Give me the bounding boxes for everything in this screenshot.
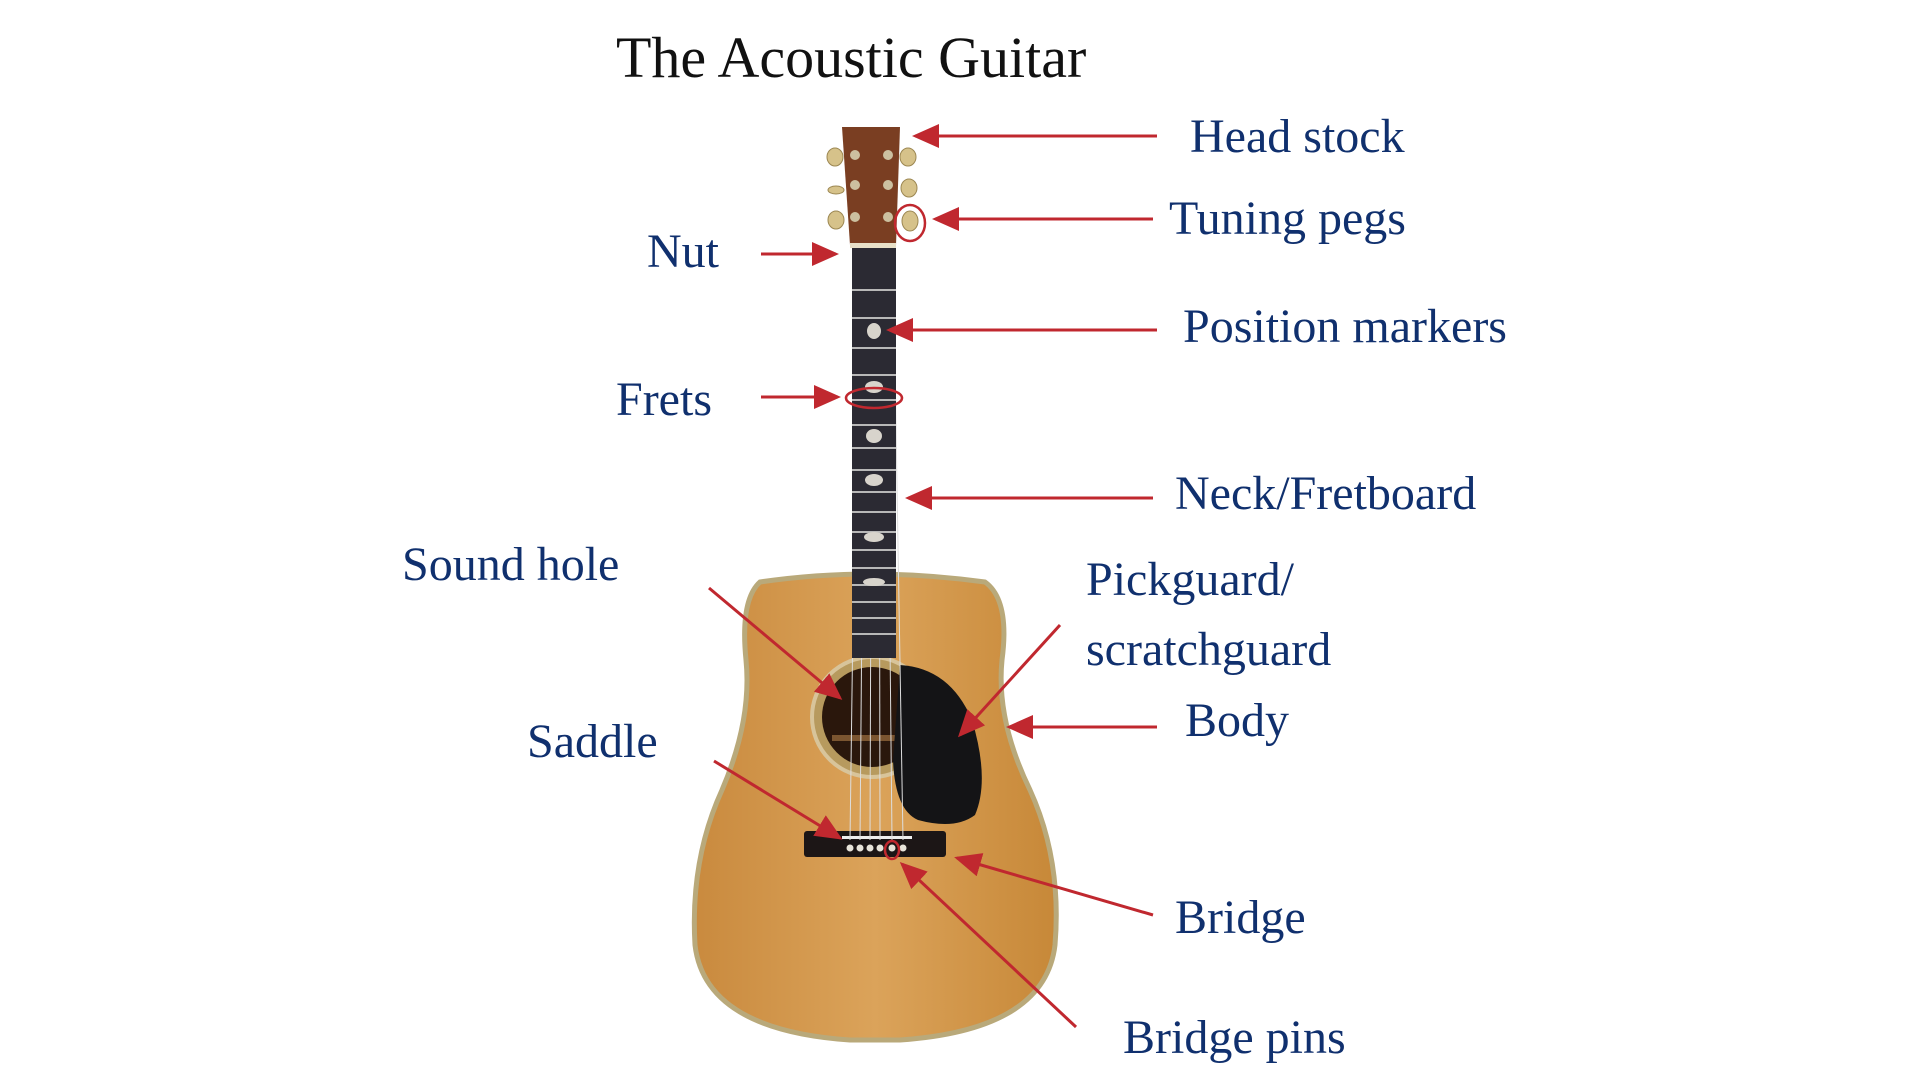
pickguard xyxy=(893,665,982,824)
bridge-pins-arrow xyxy=(899,861,1078,1029)
bridge xyxy=(804,831,946,857)
label-pickguard: Pickguard/ xyxy=(1086,553,1294,606)
label-position-markers: Position markers xyxy=(1183,300,1507,353)
saddle-arrow xyxy=(713,759,843,840)
label-head-stock: Head stock xyxy=(1190,110,1405,163)
tuning-pegs xyxy=(826,147,919,232)
label-sound-hole: Sound hole xyxy=(402,538,620,591)
bridge-arrow xyxy=(954,853,1154,917)
diagram-title: The Acoustic Guitar xyxy=(616,25,1087,90)
label-tuning-pegs: Tuning pegs xyxy=(1169,192,1406,245)
bridge-pin-highlight xyxy=(883,839,901,861)
sound-hole-arrow xyxy=(708,586,843,700)
tuning-peg-highlight xyxy=(893,203,927,243)
fret-highlight xyxy=(844,386,904,410)
nut xyxy=(850,243,896,248)
label-nut: Nut xyxy=(647,225,719,278)
position-markers xyxy=(863,323,885,586)
label-body: Body xyxy=(1185,694,1290,747)
label-bridge-pins: Bridge pins xyxy=(1123,1011,1346,1064)
fretboard xyxy=(852,248,896,658)
label-scratchguard: scratchguard xyxy=(1086,623,1332,676)
label-neck-fretboard: Neck/Fretboard xyxy=(1175,467,1477,520)
label-saddle: Saddle xyxy=(527,715,658,768)
pickguard-arrow xyxy=(957,623,1062,738)
label-frets: Frets xyxy=(616,373,712,426)
label-bridge: Bridge xyxy=(1175,891,1306,944)
